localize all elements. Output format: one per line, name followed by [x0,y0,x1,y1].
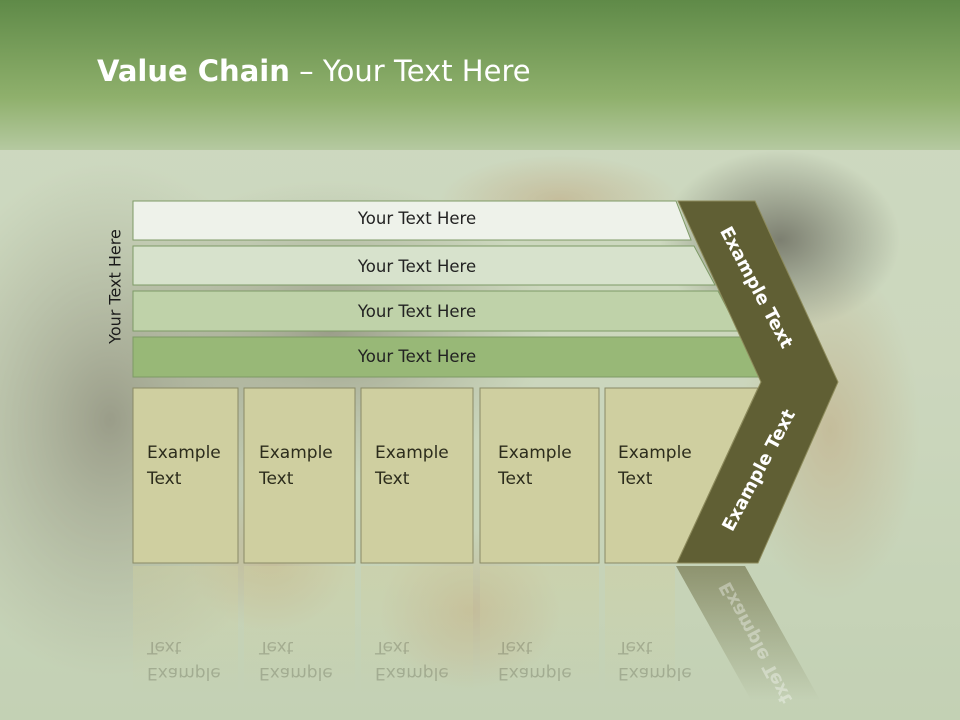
reflection [133,566,820,700]
column-label-3-line1: Example [375,443,449,463]
column-label-2: Example Text [259,440,333,492]
column-label-2-line2: Text [259,469,294,489]
chevron-arrow [676,200,839,564]
bar-label-2: Your Text Here [357,257,477,276]
column-label-1-line1: Example [147,443,221,463]
column-label-2-line1: Example [259,443,333,463]
bar-label-4: Your Text Here [357,347,477,366]
column-label-4-line2: Text [498,469,533,489]
bar-label-3: Your Text Here [357,302,477,321]
side-label: Your Text Here [105,229,125,344]
column-reflection-1-line1: Example [147,663,221,683]
column-box-2 [243,387,356,564]
column-label-1-line2: Text [147,469,182,489]
column-reflection-5-line1: Example [618,663,692,683]
column-reflection-3: Example Text [375,634,449,686]
column-label-5: Example Text [618,440,692,492]
column-reflection-4-line1: Example [498,663,572,683]
column-reflection-3-line1: Example [375,663,449,683]
title-bold: Value Chain [97,54,290,88]
column-reflection-2-line2: Text [259,637,294,657]
column-label-5-line2: Text [618,469,653,489]
column-label-1: Example Text [147,440,221,492]
column-label-4-line1: Example [498,443,572,463]
column-reflection-4: Example Text [498,634,572,686]
column-label-4: Example Text [498,440,572,492]
column-reflection-3-line2: Text [375,637,410,657]
column-reflection-1: Example Text [147,634,221,686]
column-reflection-2: Example Text [259,634,333,686]
bar-1 [132,200,692,241]
column-reflection-5-line2: Text [618,637,653,657]
column-box-3 [360,387,474,564]
title-rest: Your Text Here [322,54,531,88]
title-dash: – [299,54,314,88]
slide-title: Value Chain – Your Text Here [97,54,531,88]
column-box-1 [132,387,239,564]
column-reflection-1-line2: Text [147,637,182,657]
bar-2 [132,245,716,286]
column-reflection-2-line1: Example [259,663,333,683]
column-label-3: Example Text [375,440,449,492]
column-reflection-5: Example Text [618,634,692,686]
column-label-5-line1: Example [618,443,692,463]
column-box-4 [479,387,600,564]
column-reflection-4-line2: Text [498,637,533,657]
bar-label-1: Your Text Here [357,209,477,228]
column-label-3-line2: Text [375,469,410,489]
